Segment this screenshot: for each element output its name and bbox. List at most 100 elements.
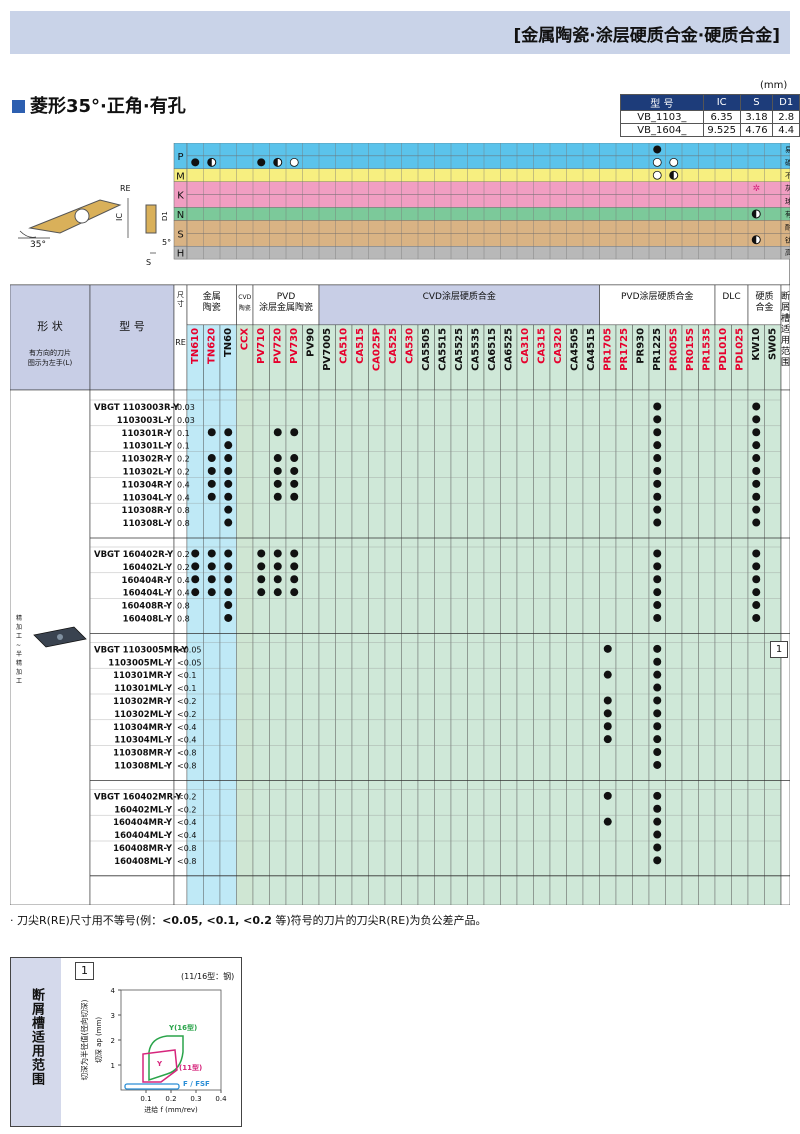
model-body — [89, 389, 175, 905]
chipbreaker-char: 槽 — [781, 312, 790, 324]
availability-dot — [752, 575, 761, 584]
availability-dot — [224, 588, 233, 597]
availability-dot — [653, 817, 662, 826]
availability-dot — [653, 441, 662, 450]
angle-35-label: 35° — [30, 240, 46, 250]
re-value: 0.2 — [177, 563, 190, 572]
model-name: 110304L-Y — [123, 493, 173, 503]
re-value: <0.8 — [177, 844, 196, 853]
chipbreaker-char: 用 — [781, 335, 790, 346]
model-name: 110308L-Y — [123, 519, 173, 529]
group-label: PVD涂层硬质合金 — [621, 290, 694, 302]
unit-label: (mm) — [760, 80, 788, 91]
model-name: 1103005ML-Y — [108, 658, 173, 668]
re-value: 0.2 — [177, 468, 190, 477]
group-header — [252, 284, 320, 326]
mark-half — [669, 171, 674, 180]
footnote-post: 等)符号的刀片的刀尖R(RE)为负公差产品。 — [271, 914, 487, 927]
availability-dot — [273, 588, 282, 597]
availability-dot — [603, 722, 612, 731]
header-title: [金属陶瓷·涂层硬质合金·硬质合金] — [513, 26, 780, 46]
model-name: 160404R-Y — [122, 576, 173, 586]
grade-name: CA525 — [388, 328, 399, 364]
mark-half — [207, 158, 212, 167]
availability-dot — [273, 466, 282, 475]
availability-dot — [752, 428, 761, 437]
grade-body-col — [533, 389, 551, 905]
re-value: <0.4 — [177, 831, 196, 840]
re-value: <0.8 — [177, 857, 196, 866]
chipbreaker-char: 适 — [781, 324, 790, 335]
re-value: 0.1 — [177, 442, 190, 451]
insert-side-view — [145, 204, 157, 234]
region-f — [124, 1083, 180, 1090]
group-label: 涂层金属陶瓷 — [259, 301, 313, 313]
availability-dot — [752, 466, 761, 475]
group-header — [186, 284, 237, 326]
availability-dot — [653, 601, 662, 610]
availability-dot — [653, 804, 662, 813]
availability-dot — [257, 549, 266, 558]
availability-dot — [653, 402, 662, 411]
y-tick-label: 4 — [111, 987, 116, 995]
grade-body-col — [483, 389, 501, 905]
grade-name: TN620 — [207, 328, 218, 364]
grade-body-col — [731, 389, 749, 905]
availability-dot — [752, 562, 761, 571]
grade-name: CA6525 — [504, 328, 515, 371]
re-value: 0.4 — [177, 576, 190, 585]
availability-dot — [273, 575, 282, 584]
chipbreaker-char: 范 — [781, 345, 790, 357]
grade-body-col — [401, 389, 419, 905]
availability-dot — [273, 454, 282, 463]
mark-half — [752, 235, 757, 244]
mark-open — [652, 170, 662, 180]
availability-dot — [752, 601, 761, 610]
grade-body-col — [236, 389, 254, 905]
availability-dot — [653, 683, 662, 692]
group-label: 金属 — [203, 290, 221, 302]
model-name: 160402ML-Y — [114, 805, 173, 815]
re-value: 0.2 — [177, 550, 190, 559]
availability-dot — [653, 505, 662, 514]
re-value: 0.03 — [177, 416, 195, 425]
model-name: 110304R-Y — [122, 480, 173, 490]
shape-body — [10, 389, 91, 905]
availability-dot — [207, 549, 216, 558]
material-label: 有色金属 — [785, 210, 790, 219]
grade-name: PV730 — [289, 328, 300, 364]
dim-h-s: S — [739, 94, 774, 111]
material-letter-P: P — [177, 152, 183, 163]
grade-name: PR1725 — [619, 328, 630, 371]
model-name: 110301ML-Y — [114, 684, 173, 694]
dim-cell: 9.525 — [702, 123, 741, 137]
hand-note-line2: 图示为左手(L) — [28, 358, 73, 367]
x-tick-label: 0.1 — [140, 1095, 151, 1103]
finish-char: ~ — [16, 642, 21, 649]
re-value: <0.2 — [177, 805, 196, 814]
model-name: 110302ML-Y — [114, 710, 173, 720]
group-label: CVD — [238, 294, 251, 301]
availability-dot — [653, 830, 662, 839]
availability-dot — [653, 562, 662, 571]
availability-dot — [224, 575, 233, 584]
availability-dot — [653, 670, 662, 679]
chipbreaker-ref: 1 — [770, 641, 788, 658]
availability-dot — [224, 601, 233, 610]
model-name: 110301R-Y — [122, 429, 173, 439]
re-value: <0.1 — [177, 671, 196, 680]
footnote-bold: <0.05, <0.1, <0.2 — [162, 914, 272, 927]
grade-name: CA315 — [537, 328, 548, 364]
re-value: 0.8 — [177, 506, 190, 515]
grade-body-col — [615, 389, 633, 905]
availability-dot — [752, 588, 761, 597]
availability-dot — [653, 415, 662, 424]
group-header — [599, 284, 716, 326]
availability-dot — [653, 466, 662, 475]
availability-dot — [191, 562, 200, 571]
dim-cell: VB_1604_ — [620, 123, 704, 137]
grade-body-col — [335, 389, 353, 905]
availability-dot — [224, 505, 233, 514]
availability-dot — [273, 479, 282, 488]
availability-dot — [224, 562, 233, 571]
